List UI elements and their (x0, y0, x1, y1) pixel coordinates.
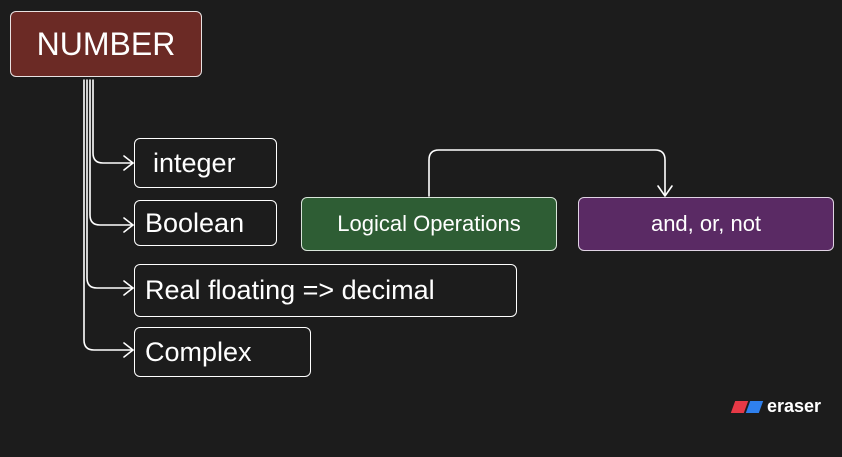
connector-integer (92, 79, 134, 164)
connector-complex (83, 79, 134, 351)
child-node-label: Complex (145, 336, 252, 367)
operators-node[interactable]: and, or, not (578, 197, 834, 251)
arrowhead-boolean (123, 217, 134, 233)
child-node-label: integer (153, 147, 236, 178)
eraser-logo-icon (730, 400, 764, 413)
arrowhead-real (123, 280, 134, 296)
arrowhead-complex (123, 342, 134, 358)
arrowhead-integer (123, 155, 134, 171)
logical-operations-label: Logical Operations (337, 211, 521, 236)
root-node-number[interactable]: NUMBER (10, 11, 202, 77)
child-node-label: Boolean (145, 207, 245, 238)
connector-logic-to-ops (428, 149, 666, 197)
connector-real (86, 79, 134, 289)
eraser-brand[interactable]: eraser (730, 396, 822, 417)
child-node-real[interactable]: Real floating => decimal (134, 264, 517, 317)
child-node-label: Real floating => decimal (145, 275, 435, 305)
child-node-boolean[interactable]: Boolean (134, 200, 277, 246)
child-node-integer[interactable]: integer (134, 138, 277, 188)
child-node-complex[interactable]: Complex (134, 327, 311, 377)
connector-boolean (89, 79, 134, 226)
arrowhead-ops (657, 185, 673, 197)
logical-operations-node[interactable]: Logical Operations (301, 197, 557, 251)
root-node-label: NUMBER (36, 25, 176, 62)
operators-label: and, or, not (650, 211, 762, 236)
eraser-brand-text: eraser (767, 396, 822, 416)
